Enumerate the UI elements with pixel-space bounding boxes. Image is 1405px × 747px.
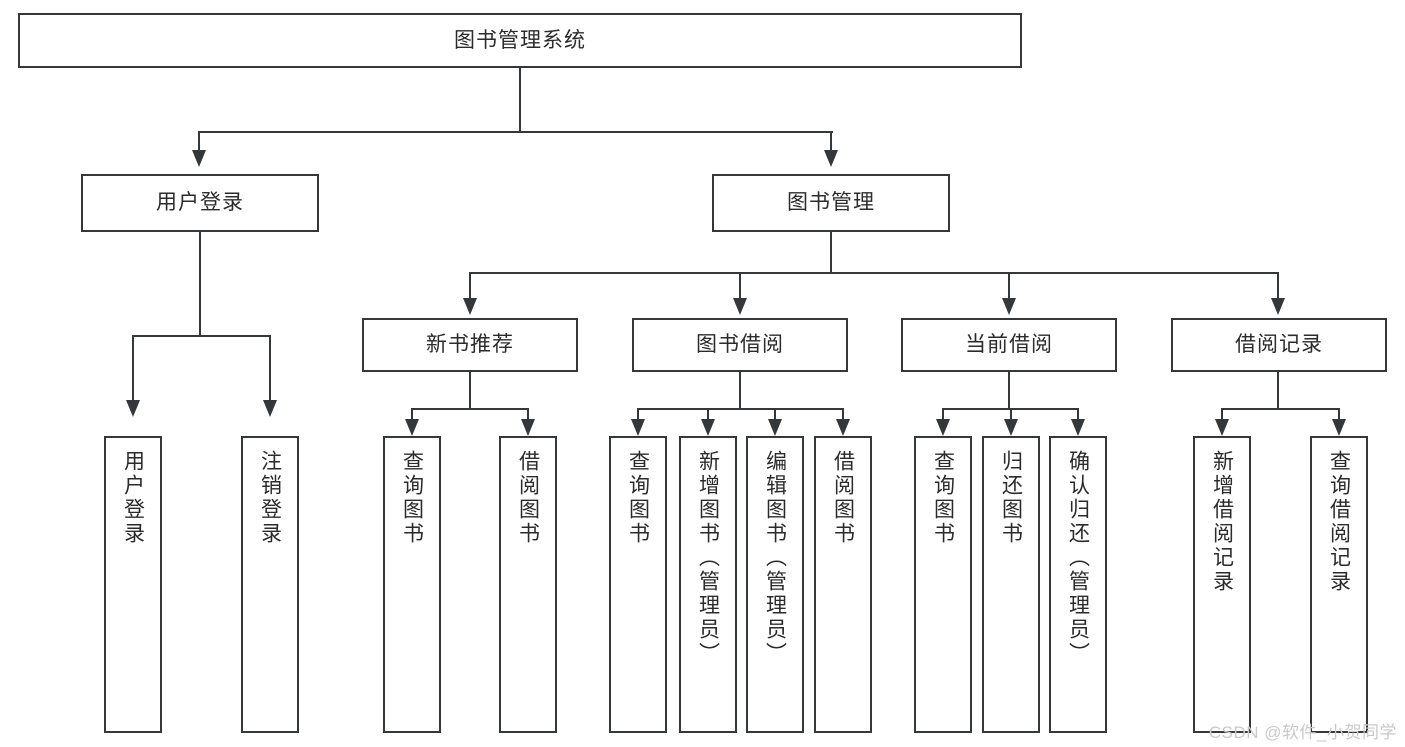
- connector-current-borrow-l3: [1077, 408, 1079, 422]
- arrow-new-book-l2: [521, 419, 535, 436]
- leaf-confirm-return-admin[interactable]: 确认归还（管理员）: [1049, 436, 1107, 733]
- arrow-book-borrow-l4: [836, 419, 850, 436]
- connector-book-mgmt-c2: [739, 272, 741, 301]
- node-label: 新增图书（管理员）: [696, 450, 720, 666]
- node-book-borrow[interactable]: 图书借阅: [632, 318, 848, 372]
- node-label: 查询图书: [400, 450, 424, 546]
- leaf-user-login[interactable]: 用户登录: [104, 436, 162, 733]
- connector-current-borrow-stem: [1008, 372, 1010, 409]
- node-label: 用户登录: [121, 450, 145, 546]
- node-new-book-recommend[interactable]: 新书推荐: [362, 318, 578, 372]
- node-label: 归还图书: [999, 450, 1023, 546]
- connector-book-mgmt-c1: [469, 272, 471, 301]
- arrow-book-borrow-l1: [631, 419, 645, 436]
- leaf-query-book-borrow[interactable]: 查询图书: [609, 436, 667, 733]
- connector-book-mgmt-c3: [1008, 272, 1010, 301]
- node-label: 图书管理系统: [454, 28, 586, 52]
- connector-user-login-leaf1: [132, 335, 134, 403]
- node-label: 借阅图书: [831, 450, 855, 546]
- node-label: 编辑图书（管理员）: [763, 450, 787, 666]
- node-label: 新增借阅记录: [1210, 450, 1234, 594]
- arrow-new-book-l1: [405, 419, 419, 436]
- node-current-borrow[interactable]: 当前借阅: [901, 318, 1117, 372]
- connector-root-stem: [519, 68, 521, 132]
- leaf-add-borrow-record[interactable]: 新增借阅记录: [1193, 436, 1251, 733]
- connector-new-book-l1: [411, 408, 413, 422]
- connector-new-book-stem: [469, 372, 471, 409]
- node-user-login[interactable]: 用户登录: [81, 174, 319, 232]
- connector-book-borrow-stem: [739, 372, 741, 409]
- leaf-return-book[interactable]: 归还图书: [982, 436, 1040, 733]
- leaf-query-book-current[interactable]: 查询图书: [914, 436, 972, 733]
- leaf-logout[interactable]: 注销登录: [241, 436, 299, 733]
- arrow-current-borrow-l1: [936, 419, 950, 436]
- arrow-current-borrow-l3: [1071, 419, 1085, 436]
- node-book-management[interactable]: 图书管理: [712, 174, 950, 232]
- node-label: 查询图书: [626, 450, 650, 546]
- connector-book-borrow-l2: [707, 408, 709, 422]
- connector-book-borrow-l3: [774, 408, 776, 422]
- connector-root-bus: [198, 131, 833, 133]
- leaf-borrow-book-recommend[interactable]: 借阅图书: [499, 436, 557, 733]
- leaf-edit-book-admin[interactable]: 编辑图书（管理员）: [746, 436, 804, 733]
- connector-new-book-bus: [411, 408, 528, 410]
- node-root-book-management-system[interactable]: 图书管理系统: [18, 13, 1022, 68]
- node-label: 新书推荐: [426, 333, 514, 357]
- arrow-borrow-records-l2: [1332, 419, 1346, 436]
- connector-book-mgmt-c4: [1277, 272, 1279, 301]
- node-label: 当前借阅: [965, 333, 1053, 357]
- connector-book-borrow-bus: [637, 408, 843, 410]
- node-label: 图书管理: [787, 191, 875, 215]
- arrow-current-borrow-l2: [1004, 419, 1018, 436]
- arrow-book-mgmt-c3: [1002, 298, 1016, 315]
- connector-root-to-user-login: [198, 131, 200, 153]
- arrow-book-borrow-l2: [701, 419, 715, 436]
- connector-borrow-records-l1: [1221, 408, 1223, 422]
- connector-book-mgmt-bus: [469, 272, 1278, 274]
- leaf-query-book-recommend[interactable]: 查询图书: [383, 436, 441, 733]
- connector-borrow-records-stem: [1277, 372, 1279, 409]
- connector-book-borrow-l1: [637, 408, 639, 422]
- node-label: 查询借阅记录: [1327, 450, 1351, 594]
- connector-borrow-records-l2: [1338, 408, 1340, 422]
- arrow-borrow-records-l1: [1215, 419, 1229, 436]
- leaf-query-borrow-record[interactable]: 查询借阅记录: [1310, 436, 1368, 733]
- leaf-borrow-book[interactable]: 借阅图书: [814, 436, 872, 733]
- arrow-book-mgmt-c4: [1271, 298, 1285, 315]
- connector-book-borrow-l4: [842, 408, 844, 422]
- arrow-book-mgmt-c2: [733, 298, 747, 315]
- connector-current-borrow-l2: [1010, 408, 1012, 422]
- connector-user-login-stem: [199, 232, 201, 336]
- node-label: 查询图书: [931, 450, 955, 546]
- arrow-user-login-leaf1: [126, 400, 140, 417]
- connector-book-mgmt-stem: [830, 232, 832, 273]
- connector-borrow-records-bus: [1221, 408, 1340, 410]
- node-label: 图书借阅: [696, 333, 784, 357]
- arrow-root-to-book-mgmt: [824, 150, 838, 167]
- arrow-user-login-leaf2: [263, 400, 277, 417]
- node-borrow-records[interactable]: 借阅记录: [1171, 318, 1387, 372]
- leaf-add-book-admin[interactable]: 新增图书（管理员）: [679, 436, 737, 733]
- connector-new-book-l2: [527, 408, 529, 422]
- watermark-text: CSDN @软件_小贺同学: [1208, 723, 1397, 742]
- connector-user-login-bus: [132, 335, 270, 337]
- connector-root-to-book-mgmt: [830, 131, 832, 153]
- connector-user-login-leaf2: [269, 335, 271, 403]
- node-label: 用户登录: [156, 191, 244, 215]
- node-label: 借阅记录: [1235, 333, 1323, 357]
- connector-current-borrow-l1: [942, 408, 944, 422]
- node-label: 注销登录: [258, 450, 282, 546]
- arrow-book-mgmt-c1: [463, 298, 477, 315]
- arrow-book-borrow-l3: [768, 419, 782, 436]
- arrow-root-to-user-login: [192, 150, 206, 167]
- node-label: 确认归还（管理员）: [1066, 450, 1090, 666]
- node-label: 借阅图书: [516, 450, 540, 546]
